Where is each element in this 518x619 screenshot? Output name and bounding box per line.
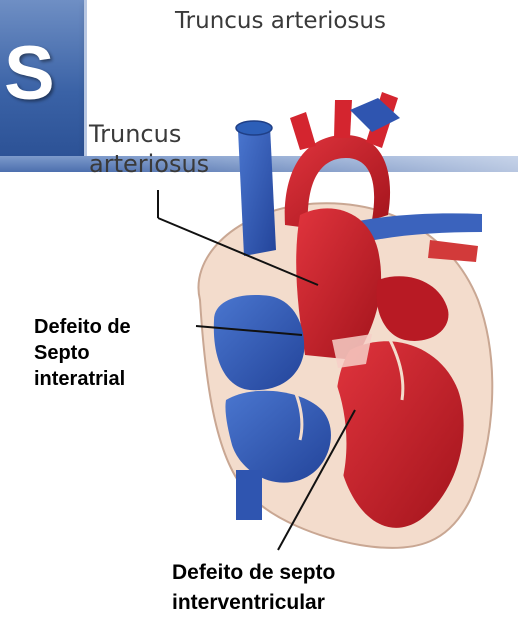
right-atrium bbox=[214, 295, 304, 390]
ventricular-septal-defect-label: Defeito de septo interventricular bbox=[172, 558, 412, 618]
arch-branch-2 bbox=[334, 100, 352, 138]
atrial-septal-defect-label: Defeito de Septo interatrial bbox=[34, 314, 184, 392]
inferior-vena-cava bbox=[236, 470, 262, 520]
valve-leaflet-1 bbox=[332, 334, 372, 368]
arch-branch-1 bbox=[290, 112, 316, 150]
truncus-label: Truncus arteriosus bbox=[89, 119, 249, 179]
slide-title: Truncus arteriosus bbox=[175, 8, 475, 34]
